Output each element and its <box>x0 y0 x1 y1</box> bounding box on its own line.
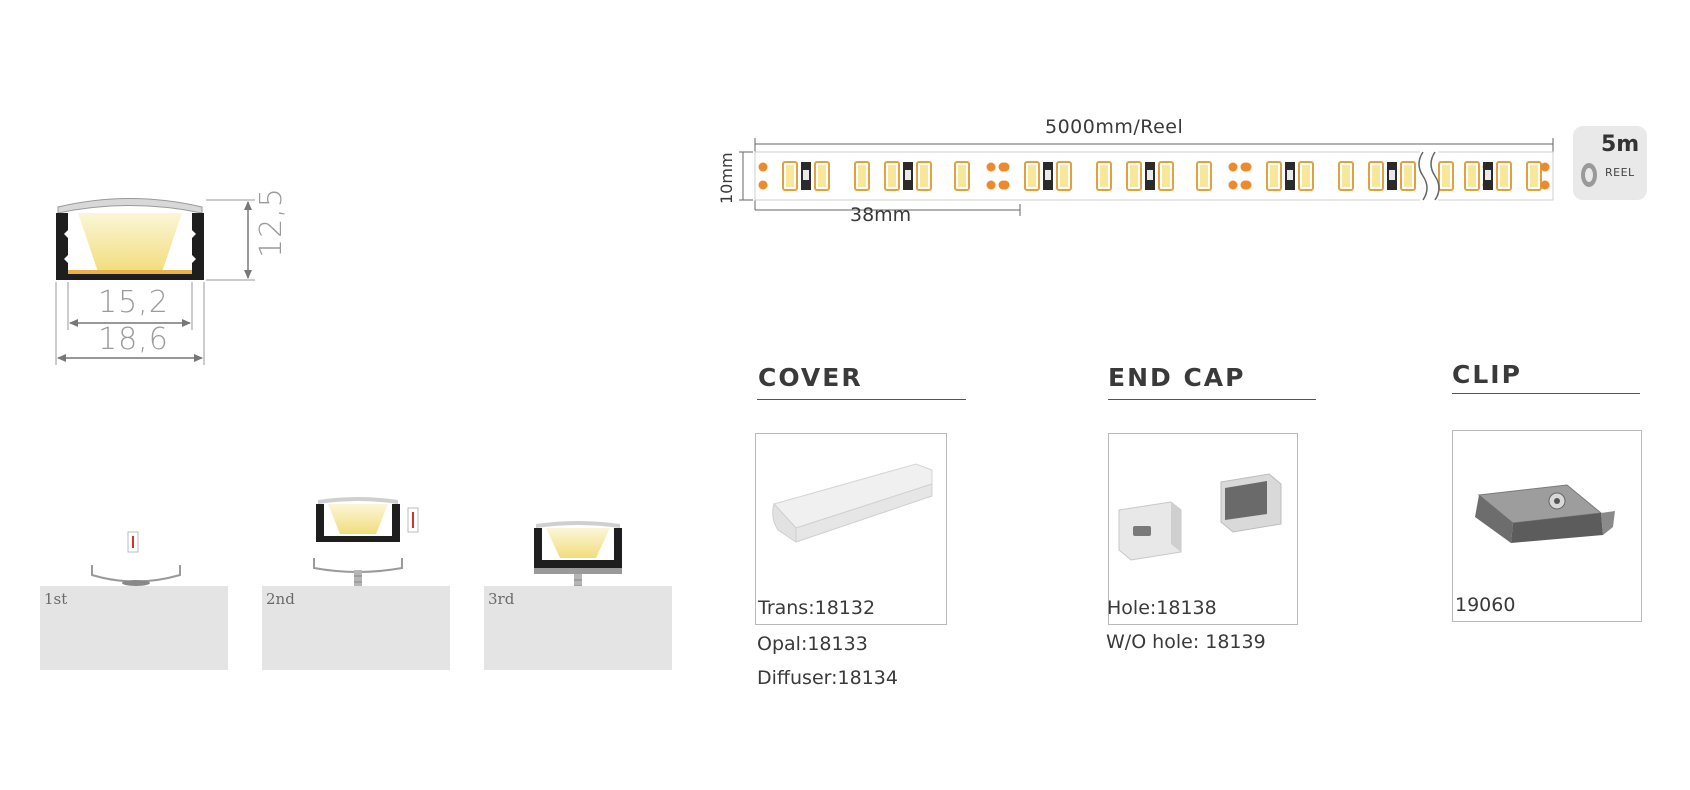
install-step-3: 3rd <box>484 490 672 670</box>
solder-pad <box>986 162 996 172</box>
led-phosphor <box>858 165 866 187</box>
clip-title-underline <box>1452 393 1640 394</box>
led-phosphor <box>818 165 826 187</box>
cover-image-box: Trans:18132 <box>755 433 947 625</box>
mounting-surface <box>484 586 672 670</box>
reel-length-badge-text: 5m <box>1601 132 1640 157</box>
cover-code-trans: Trans:18132 <box>758 597 876 619</box>
solder-pad <box>1000 162 1010 172</box>
solder-pad <box>1540 162 1550 172</box>
solder-pad <box>1228 162 1238 172</box>
clip-product-image <box>1475 484 1615 543</box>
end-cap-title-underline <box>1108 399 1316 400</box>
mounting-surface <box>40 586 228 670</box>
step-label: 3rd <box>488 590 515 608</box>
end-cap-code-hole: Hole:18138 <box>1107 597 1217 619</box>
solder-pad <box>758 162 768 172</box>
led-phosphor <box>1404 165 1412 187</box>
solder-pad <box>1228 180 1238 190</box>
resistor-marking <box>905 170 911 180</box>
led-strip-diagram: 5000mm/Reel 10mm 38mm 5m REEL <box>715 112 1660 242</box>
led-phosphor <box>888 165 896 187</box>
led-phosphor <box>1200 165 1208 187</box>
mounting-surface <box>262 586 450 670</box>
solder-pad <box>1242 162 1252 172</box>
reel-length-label: 5000mm/Reel <box>1045 116 1184 138</box>
outer-width-dimension-label: 18,6 <box>98 322 169 357</box>
solder-pad <box>1000 180 1010 190</box>
cover-title-underline <box>757 399 966 400</box>
profile-above-clip-illustration <box>313 497 419 596</box>
resistor-marking <box>1287 170 1293 180</box>
clip-on-surface-illustration <box>91 531 181 586</box>
strip-width-label: 10mm <box>717 152 736 204</box>
led-phosphor <box>1028 165 1036 187</box>
resistor-marking <box>1045 170 1051 180</box>
clip-image-box: 19060 <box>1452 430 1642 622</box>
cut-pitch-label: 38mm <box>850 204 912 226</box>
reel-badge: 5m REEL <box>1573 126 1647 200</box>
led-phosphor <box>1530 165 1538 187</box>
profile-cross-section <box>55 198 255 365</box>
led-phosphor <box>958 165 966 187</box>
height-dimension-label: 12,5 <box>254 187 289 258</box>
led-phosphor <box>920 165 928 187</box>
cover-code-opal: Opal:18133 <box>757 633 868 655</box>
light-beam <box>78 213 182 272</box>
reel-badge-caption: REEL <box>1605 166 1635 179</box>
cover-title: COVER <box>758 363 863 392</box>
resistor-marking <box>1485 170 1491 180</box>
resistor-marking <box>1147 170 1153 180</box>
resistor-marking <box>1389 170 1395 180</box>
install-step-1: 1st <box>40 490 228 670</box>
end-cap-image-box: Hole:18138 <box>1107 433 1298 625</box>
step-label: 1st <box>44 590 68 608</box>
resistor-marking <box>803 170 809 180</box>
profile-diagram: 12,5 15,2 18,6 <box>40 180 290 400</box>
end-cap-section: END CAP Hole:18138 W/O hole: 18139 <box>1106 363 1328 663</box>
led-phosphor <box>786 165 794 187</box>
led-phosphor <box>1442 165 1450 187</box>
led-phosphor <box>1060 165 1068 187</box>
led-strip <box>739 138 1554 216</box>
led-phosphor <box>1468 165 1476 187</box>
solder-pad <box>1540 180 1550 190</box>
cover-code-diffuser: Diffuser:18134 <box>757 667 898 689</box>
step-label: 2nd <box>266 590 295 608</box>
led-phosphor <box>1372 165 1380 187</box>
led-phosphor <box>1342 165 1350 187</box>
led-phosphor <box>1130 165 1138 187</box>
install-step-2: 2nd <box>262 490 450 670</box>
solder-pad <box>1242 180 1252 190</box>
diffuser-cover <box>57 198 203 214</box>
led-phosphor <box>1100 165 1108 187</box>
end-cap-title: END CAP <box>1108 363 1246 392</box>
led-phosphor <box>1500 165 1508 187</box>
inner-width-dimension-label: 15,2 <box>98 285 169 320</box>
cover-section: COVER Trans:18132 Opal:18133 Diffuser:18… <box>755 363 966 693</box>
led-phosphor <box>1162 165 1170 187</box>
end-cap-product-image <box>1118 473 1282 561</box>
clip-title: CLIP <box>1452 360 1522 389</box>
end-cap-code-no-hole: W/O hole: 18139 <box>1106 631 1266 653</box>
cover-product-image <box>772 463 933 543</box>
solder-pad <box>986 180 996 190</box>
clip-code: 19060 <box>1455 594 1516 616</box>
led-phosphor <box>1270 165 1278 187</box>
profile-snapped-illustration <box>534 521 622 598</box>
reel-icon <box>1581 163 1597 187</box>
led-phosphor <box>1302 165 1310 187</box>
solder-pad <box>758 180 768 190</box>
clip-section: CLIP 19060 <box>1452 360 1652 623</box>
